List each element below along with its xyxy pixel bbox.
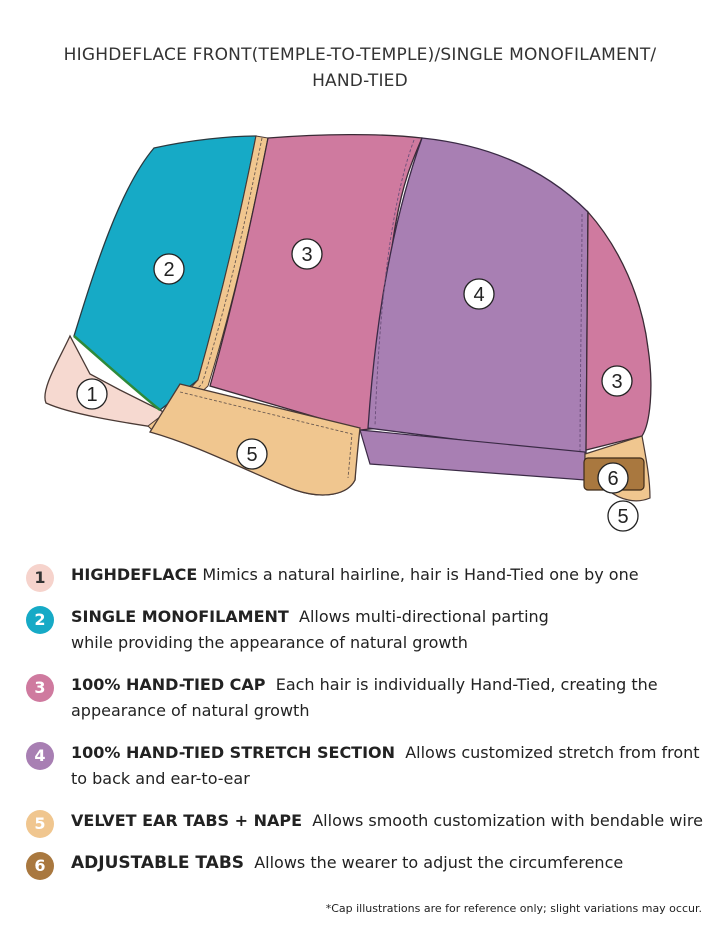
legend-title: 100% HAND-TIED STRETCH SECTION: [71, 743, 396, 762]
label-text: 2: [163, 259, 174, 281]
legend-title: SINGLE MONOFILAMENT: [71, 607, 289, 626]
stitch-line: [157, 137, 263, 427]
legend-text-1: HIGHDEFLACE Mimics a natural hairline, h…: [71, 562, 711, 588]
label-circle-3-back: 3: [601, 365, 633, 397]
label-circle-6: 6: [597, 462, 629, 494]
legend-badge-4: 4: [26, 742, 54, 770]
region-handtied-back: [585, 210, 652, 451]
page-title: HIGHDEFLACE FRONT(TEMPLE-TO-TEMPLE)/SING…: [0, 42, 720, 94]
label-text: 6: [607, 468, 618, 490]
label-text: 5: [617, 506, 628, 528]
legend-desc: Allows the wearer to adjust the circumfe…: [254, 853, 624, 872]
legend-title: HIGHDEFLACE: [71, 565, 198, 584]
legend-text-6: ADJUSTABLE TABS Allows the wearer to adj…: [71, 850, 711, 876]
legend-desc-line2: while providing the appearance of natura…: [71, 633, 468, 652]
mono-green-edge: [73, 335, 161, 411]
legend-desc-line2: to back and ear-to-ear: [71, 769, 250, 788]
legend-badge-6: 6: [26, 852, 54, 880]
legend-text-3: 100% HAND-TIED CAP Each hair is individu…: [71, 672, 711, 724]
label-circle-2: 2: [153, 253, 185, 285]
footnote: *Cap illustrations are for reference onl…: [325, 902, 702, 915]
label-text: 1: [86, 384, 97, 406]
legend-title: VELVET EAR TABS + NAPE: [71, 811, 303, 830]
stitch-line: [579, 213, 583, 455]
label-circle-5-nape: 5: [607, 500, 639, 532]
legend-desc: Allows smooth customization with bendabl…: [312, 811, 703, 830]
label-text: 3: [301, 244, 312, 266]
label-text: 4: [473, 284, 484, 306]
title-line-2: HAND-TIED: [312, 71, 408, 91]
legend-text-5: VELVET EAR TABS + NAPE Allows smooth cus…: [71, 808, 711, 834]
title-line-1: HIGHDEFLACE FRONT(TEMPLE-TO-TEMPLE)/SING…: [63, 45, 657, 65]
label-circle-3-front: 3: [291, 238, 323, 270]
label-circle-5-ear: 5: [236, 438, 268, 470]
legend-desc: Each hair is individually Hand-Tied, cre…: [275, 675, 658, 694]
legend-desc: Allows multi-directional parting: [299, 607, 549, 626]
legend-text-2: SINGLE MONOFILAMENT Allows multi-directi…: [71, 604, 711, 656]
legend-badge-5: 5: [26, 810, 54, 838]
legend-title: 100% HAND-TIED CAP: [71, 675, 266, 694]
stitch-line: [179, 391, 353, 479]
legend-desc: Allows customized stretch from front: [405, 743, 700, 762]
label-text: 5: [246, 444, 257, 466]
legend-text-4: 100% HAND-TIED STRETCH SECTION Allows cu…: [71, 740, 711, 792]
legend-badge-3: 3: [26, 674, 54, 702]
label-circle-4: 4: [463, 278, 495, 310]
cap-diagram: 1 2 3 3 4 5 5 6: [30, 128, 670, 540]
legend-desc: Mimics a natural hairline, hair is Hand-…: [202, 565, 639, 584]
legend-badge-1: 1: [26, 564, 54, 592]
label-circle-1: 1: [76, 378, 108, 410]
cap-illustration: 1 2 3 3 4 5 5 6: [44, 133, 652, 532]
stitch-line: [374, 139, 415, 427]
legend-title: ADJUSTABLE TABS: [71, 853, 245, 873]
legend-desc-line2: appearance of natural growth: [71, 701, 310, 720]
legend-badge-2: 2: [26, 606, 54, 634]
label-text: 3: [611, 371, 622, 393]
